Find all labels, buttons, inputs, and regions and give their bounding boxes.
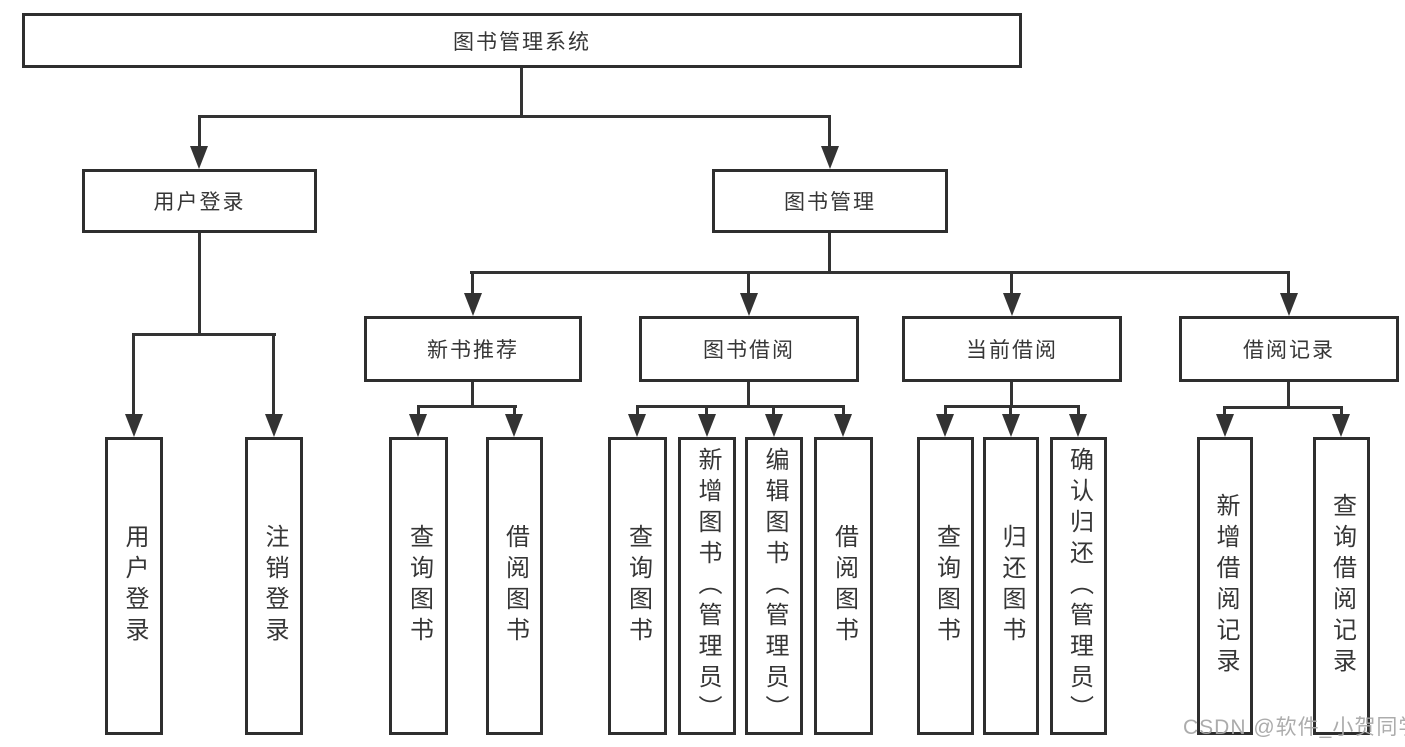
node-new-book-recommend: 新书推荐 [364, 316, 582, 382]
connector-line [1010, 271, 1013, 295]
node-book-management: 图书管理 [712, 169, 948, 233]
connector-line [944, 405, 1080, 408]
leaf-confirm-return-admin: 确认归还（管理员） [1050, 437, 1107, 735]
connector-line [1223, 406, 1226, 417]
connector-line [636, 405, 639, 417]
csdn-watermark: CSDN @软件_小贺同学 [1183, 716, 1405, 739]
arrow-down-icon [1332, 414, 1350, 437]
connector-line [132, 333, 135, 416]
node-borrow-record-label: 借阅记录 [1243, 339, 1335, 362]
leaf-borrow-book-borrow: 借阅图书 [814, 437, 873, 735]
connector-line [471, 271, 474, 295]
node-user-login-label: 用户登录 [153, 191, 246, 214]
arrow-down-icon [409, 414, 427, 437]
arrow-down-icon [190, 146, 208, 169]
arrow-down-icon [464, 293, 482, 316]
connector-line [944, 405, 947, 417]
leaf-user-login-label: 用户登录 [121, 524, 148, 648]
leaf-logout: 注销登录 [245, 437, 303, 735]
connector-line [198, 115, 201, 147]
arrow-down-icon [1280, 293, 1298, 316]
arrow-down-icon [1069, 414, 1087, 437]
leaf-logout-label: 注销登录 [261, 524, 288, 648]
arrow-down-icon [125, 414, 143, 437]
connector-line [1010, 382, 1013, 408]
connector-line [1287, 382, 1290, 409]
leaf-borrow-book-recommend: 借阅图书 [486, 437, 543, 735]
leaf-query-book-borrow: 查询图书 [608, 437, 667, 735]
arrow-down-icon [1002, 414, 1020, 437]
leaf-return-book: 归还图书 [983, 437, 1039, 735]
connector-line [470, 271, 1290, 274]
connector-line [842, 405, 845, 417]
leaf-add-borrow-record: 新增借阅记录 [1197, 437, 1253, 735]
leaf-edit-book-admin: 编辑图书（管理员） [745, 437, 803, 735]
arrow-down-icon [1003, 293, 1021, 316]
connector-line [1009, 405, 1012, 417]
node-book-borrow-label: 图书借阅 [703, 339, 795, 362]
leaf-query-book-recommend-label: 查询图书 [405, 524, 433, 648]
connector-line [705, 405, 708, 417]
node-book-management-label: 图书管理 [784, 191, 876, 214]
arrow-down-icon [740, 293, 758, 316]
node-root: 图书管理系统 [22, 13, 1022, 68]
leaf-query-book-current: 查询图书 [917, 437, 974, 735]
leaf-add-book-admin: 新增图书（管理员） [678, 437, 736, 735]
node-book-borrow: 图书借阅 [639, 316, 859, 382]
arrow-down-icon [1216, 414, 1234, 437]
leaf-return-book-label: 归还图书 [998, 524, 1025, 648]
connector-line [417, 405, 517, 408]
connector-line [520, 68, 523, 118]
leaf-query-borrow-record-label: 查询借阅记录 [1328, 493, 1356, 679]
connector-line [132, 333, 276, 336]
leaf-user-login: 用户登录 [105, 437, 163, 735]
connector-line [747, 271, 750, 295]
leaf-edit-book-admin-label: 编辑图书（管理员） [761, 446, 788, 726]
connector-line [636, 405, 845, 408]
arrow-down-icon [265, 414, 283, 437]
arrow-down-icon [765, 414, 783, 437]
arrow-down-icon [821, 146, 839, 169]
connector-line [417, 405, 420, 417]
leaf-query-book-borrow-label: 查询图书 [624, 524, 652, 648]
connector-line [1287, 271, 1290, 295]
node-new-book-recommend-label: 新书推荐 [427, 339, 519, 362]
node-current-borrow: 当前借阅 [902, 316, 1122, 382]
connector-line [1340, 406, 1343, 417]
connector-line [198, 233, 201, 336]
leaf-query-book-current-label: 查询图书 [932, 524, 960, 648]
arrow-down-icon [834, 414, 852, 437]
node-root-label: 图书管理系统 [453, 30, 591, 54]
connector-line [272, 333, 275, 416]
connector-line [471, 382, 474, 408]
leaf-add-book-admin-label: 新增图书（管理员） [694, 446, 721, 726]
arrow-down-icon [628, 414, 646, 437]
node-user-login: 用户登录 [82, 169, 317, 233]
arrow-down-icon [505, 414, 523, 437]
leaf-add-borrow-record-label: 新增借阅记录 [1212, 493, 1239, 679]
connector-line [747, 382, 750, 408]
leaf-borrow-book-borrow-label: 借阅图书 [830, 524, 858, 648]
connector-line [828, 115, 831, 147]
connector-line [513, 405, 516, 417]
leaf-borrow-book-recommend-label: 借阅图书 [501, 524, 529, 648]
leaf-query-borrow-record: 查询借阅记录 [1313, 437, 1370, 735]
connector-line [198, 115, 831, 118]
arrow-down-icon [698, 414, 716, 437]
connector-line [828, 233, 831, 274]
leaf-confirm-return-admin-label: 确认归还（管理员） [1065, 446, 1093, 726]
arrow-down-icon [936, 414, 954, 437]
connector-line [772, 405, 775, 417]
leaf-query-book-recommend: 查询图书 [389, 437, 448, 735]
connector-line [1077, 405, 1080, 417]
node-borrow-record: 借阅记录 [1179, 316, 1399, 382]
connector-line [1223, 406, 1343, 409]
node-current-borrow-label: 当前借阅 [966, 339, 1058, 362]
